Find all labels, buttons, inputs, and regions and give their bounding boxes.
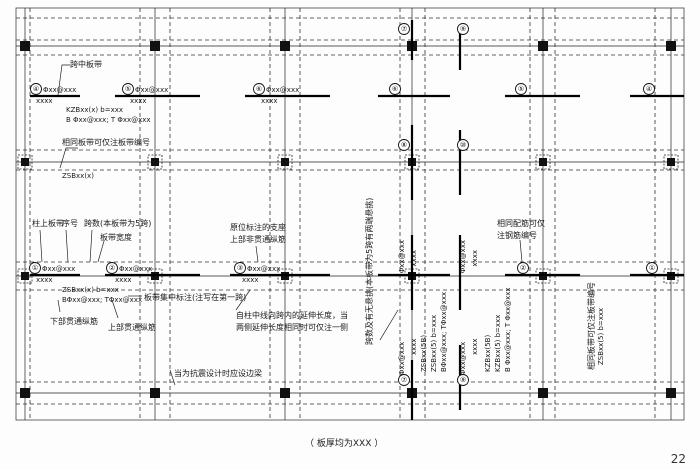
zsb-v-label: ZSBxx(5) b=xxx	[597, 308, 605, 365]
xxxx-label: xxxx	[130, 97, 147, 105]
svg-text:⑤: ⑤	[125, 85, 131, 93]
spec-label: Φxx@xxx	[459, 342, 467, 375]
svg-text:④: ④	[33, 85, 39, 93]
rebar-number-circles: ④ ⑤ ⑥ ⑥ ⑤ ④ ⑦ ⑨ ⑧ ⑩ ① ② ③ ② ① ⑦ ⑨	[29, 23, 658, 386]
note-span-band: 跨中板带	[70, 59, 102, 69]
annotation-notes: 跨中板带 相同板带可仅注板带编号 ZSBxx(x) 柱上板带 序号 跨数(本板带…	[32, 59, 596, 378]
svg-text:⑨: ⑨	[460, 376, 466, 384]
kzb-bt-label: B Φxx@xxx; T Φxx@xxx	[66, 116, 151, 124]
vertical-spec-labels: Φxx@xxx xxxx Φxx@xxx xxxx Φxx@xxx xxxx Φ…	[398, 240, 605, 375]
note-ext-len-1: 自柱中线向跨内的延伸长度，当	[236, 310, 348, 320]
kzb-label: KZBxx(x) b=xxx	[66, 106, 123, 114]
svg-text:③: ③	[237, 264, 243, 272]
note-vertical-same: 相同板带可仅注板带编号	[586, 282, 596, 370]
rebar-segments	[30, 20, 684, 420]
spec-label: Φxx@xxx	[135, 86, 168, 94]
svg-text:①: ①	[32, 264, 38, 272]
note-top-through: 上部非贯通纵筋	[230, 234, 286, 244]
zsb-b-label: ZSBxx(5) b=xxx	[430, 315, 438, 372]
svg-text:④: ④	[646, 85, 652, 93]
note-seq: 序号	[62, 218, 78, 228]
note-orig-support: 原位标注的支座	[230, 222, 286, 232]
svg-text:⑥: ⑥	[256, 85, 262, 93]
zsb-bt-label: BΦxx@xxx; TΦxx@xxx	[440, 292, 448, 372]
xxxx-label: xxxx	[410, 338, 418, 355]
xxxx-label: xxxx	[410, 250, 418, 267]
note-band-centre: 板带集中标注(注写在第一跨)	[144, 292, 246, 302]
footer-note: （ 板厚均为XXX ）	[305, 439, 384, 449]
spec-label: Φxx@xxx	[459, 240, 467, 273]
spec-label: Φxx@xxx	[398, 342, 406, 375]
svg-text:⑨: ⑨	[460, 25, 466, 33]
horizontal-grid-lines	[16, 17, 684, 405]
note-lower-through: 下部贯通纵筋	[50, 316, 98, 326]
leader-lines	[39, 64, 523, 386]
svg-text:②: ②	[109, 264, 115, 272]
xxxx-label: xxxx	[471, 250, 479, 267]
kzb-label: KZBxx(5) b=xxx	[494, 315, 502, 372]
note-seismic: 当为抗震设计时应设边梁	[174, 368, 262, 378]
zsb5-label: ZSBxx(5B)	[420, 335, 428, 372]
svg-text:⑥: ⑥	[392, 85, 398, 93]
spec-label: Φxx@xxx	[398, 240, 406, 273]
svg-text:⑧: ⑧	[401, 141, 407, 149]
spec-label: Φxx@xxx	[266, 86, 299, 94]
page-number: 22	[670, 452, 686, 466]
note-col-band: 柱上板带	[32, 218, 64, 228]
zsb-b-label: ZSBxx(x) b=xxx	[62, 286, 119, 294]
xxxx-label: xxxx	[36, 97, 53, 105]
note-same-band: 相同板带可仅注板带编号	[62, 137, 150, 147]
kzb-bt-label: B Φxx@xxx; T Φxx@xxx	[504, 287, 512, 372]
note-zsb: ZSBxx(x)	[62, 172, 94, 180]
note-band-width: 板带宽度	[100, 232, 132, 242]
note-vertical-band: 跨数及有无悬挑(本板带为5跨有两端悬挑)	[364, 198, 374, 345]
svg-text:⑩: ⑩	[460, 141, 466, 149]
svg-text:①: ①	[649, 264, 655, 272]
note-same-rebar-1: 相同配筋可仅	[497, 218, 545, 228]
xxxx-label: xxxx	[242, 276, 259, 284]
drawing-frame	[15, 7, 685, 421]
vertical-grid-lines	[24, 8, 672, 420]
rebar-spec-labels: Φxx@xxx xxxx Φxx@xxx xxxx Φxx@xxx xxxx K…	[36, 86, 299, 304]
zsb-bt-label: BΦxx@xxx; TΦxx@xxx	[62, 296, 142, 304]
spec-label: Φxx@xxx	[119, 265, 152, 273]
note-span-count: 跨数(本板带为5跨)	[84, 218, 151, 228]
xxxx-label: xxxx	[261, 97, 278, 105]
svg-text:⑦: ⑦	[401, 25, 407, 33]
svg-text:⑤: ⑤	[518, 85, 524, 93]
xxxx-label: xxxx	[36, 276, 53, 284]
kzb5-label: KZBxx(5B)	[484, 335, 492, 372]
note-ext-len-2: 两侧延伸长度相同时可仅注一侧	[236, 322, 348, 332]
spec-label: Φxx@xxx	[42, 265, 75, 273]
xxxx-label: xxxx	[115, 276, 132, 284]
svg-text:②: ②	[520, 264, 526, 272]
xxxx-label: xxxx	[471, 338, 479, 355]
note-same-rebar-2: 注钢筋编号	[497, 230, 537, 240]
spec-label: Φxx@xxx	[247, 265, 280, 273]
spec-label: Φxx@xxx	[43, 86, 76, 94]
svg-text:⑦: ⑦	[401, 376, 407, 384]
note-upper-through: 上部贯通纵筋	[108, 322, 156, 332]
